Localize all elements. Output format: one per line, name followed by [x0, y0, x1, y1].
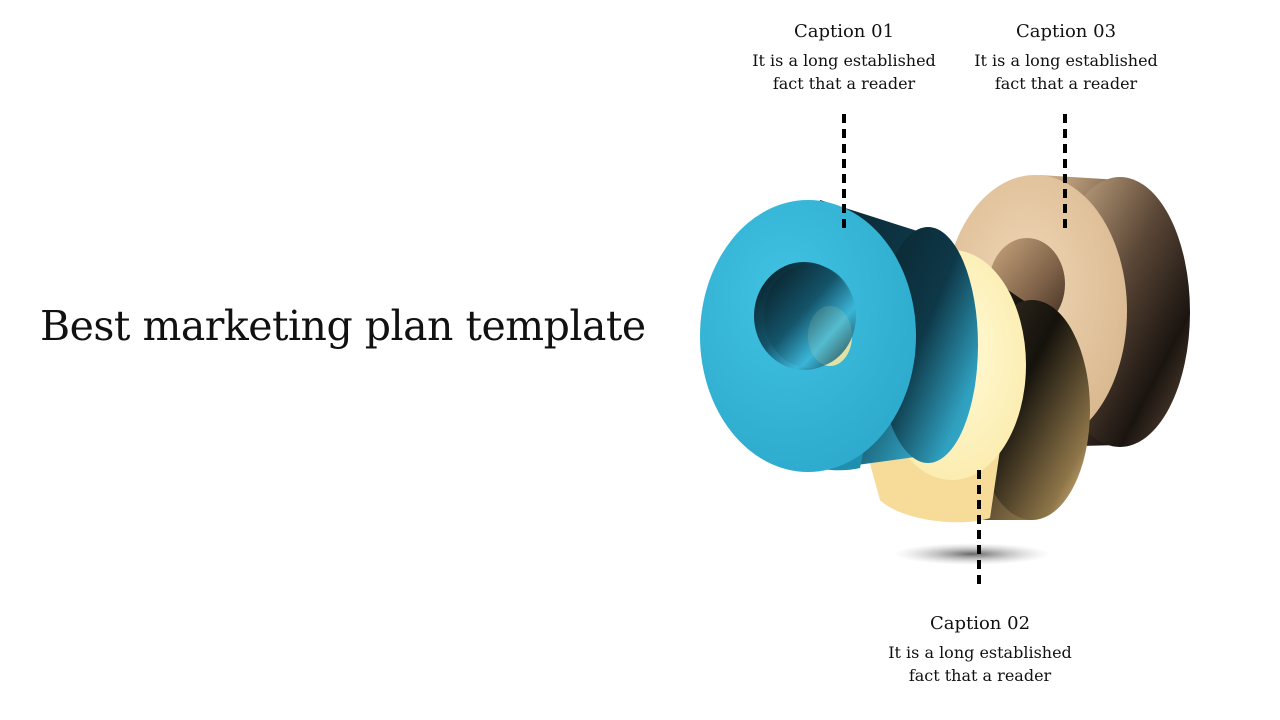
- caption-text: It is a long established fact that a rea…: [734, 49, 954, 95]
- caption-line: fact that a reader: [994, 74, 1138, 93]
- caption-text: It is a long established fact that a rea…: [870, 641, 1090, 687]
- caption-title: Caption 01: [793, 21, 895, 42]
- caption-block-1: Caption 01 It is a long established fact…: [734, 19, 954, 95]
- caption-block-3: Caption 03 It is a long established fact…: [956, 19, 1176, 95]
- caption-line: fact that a reader: [908, 666, 1052, 685]
- diagram-shadow: [894, 543, 1050, 565]
- caption-line: It is a long established: [974, 51, 1158, 70]
- slide-title: Best marketing plan template: [40, 302, 646, 350]
- caption-title: Caption 02: [929, 613, 1031, 634]
- caption-line: It is a long established: [752, 51, 936, 70]
- caption-title: Caption 03: [1015, 21, 1117, 42]
- caption-line: It is a long established: [888, 643, 1072, 662]
- caption-text: It is a long established fact that a rea…: [956, 49, 1176, 95]
- caption-block-2: Caption 02 It is a long established fact…: [870, 611, 1090, 687]
- caption-line: fact that a reader: [772, 74, 916, 93]
- ring-1: [700, 200, 978, 472]
